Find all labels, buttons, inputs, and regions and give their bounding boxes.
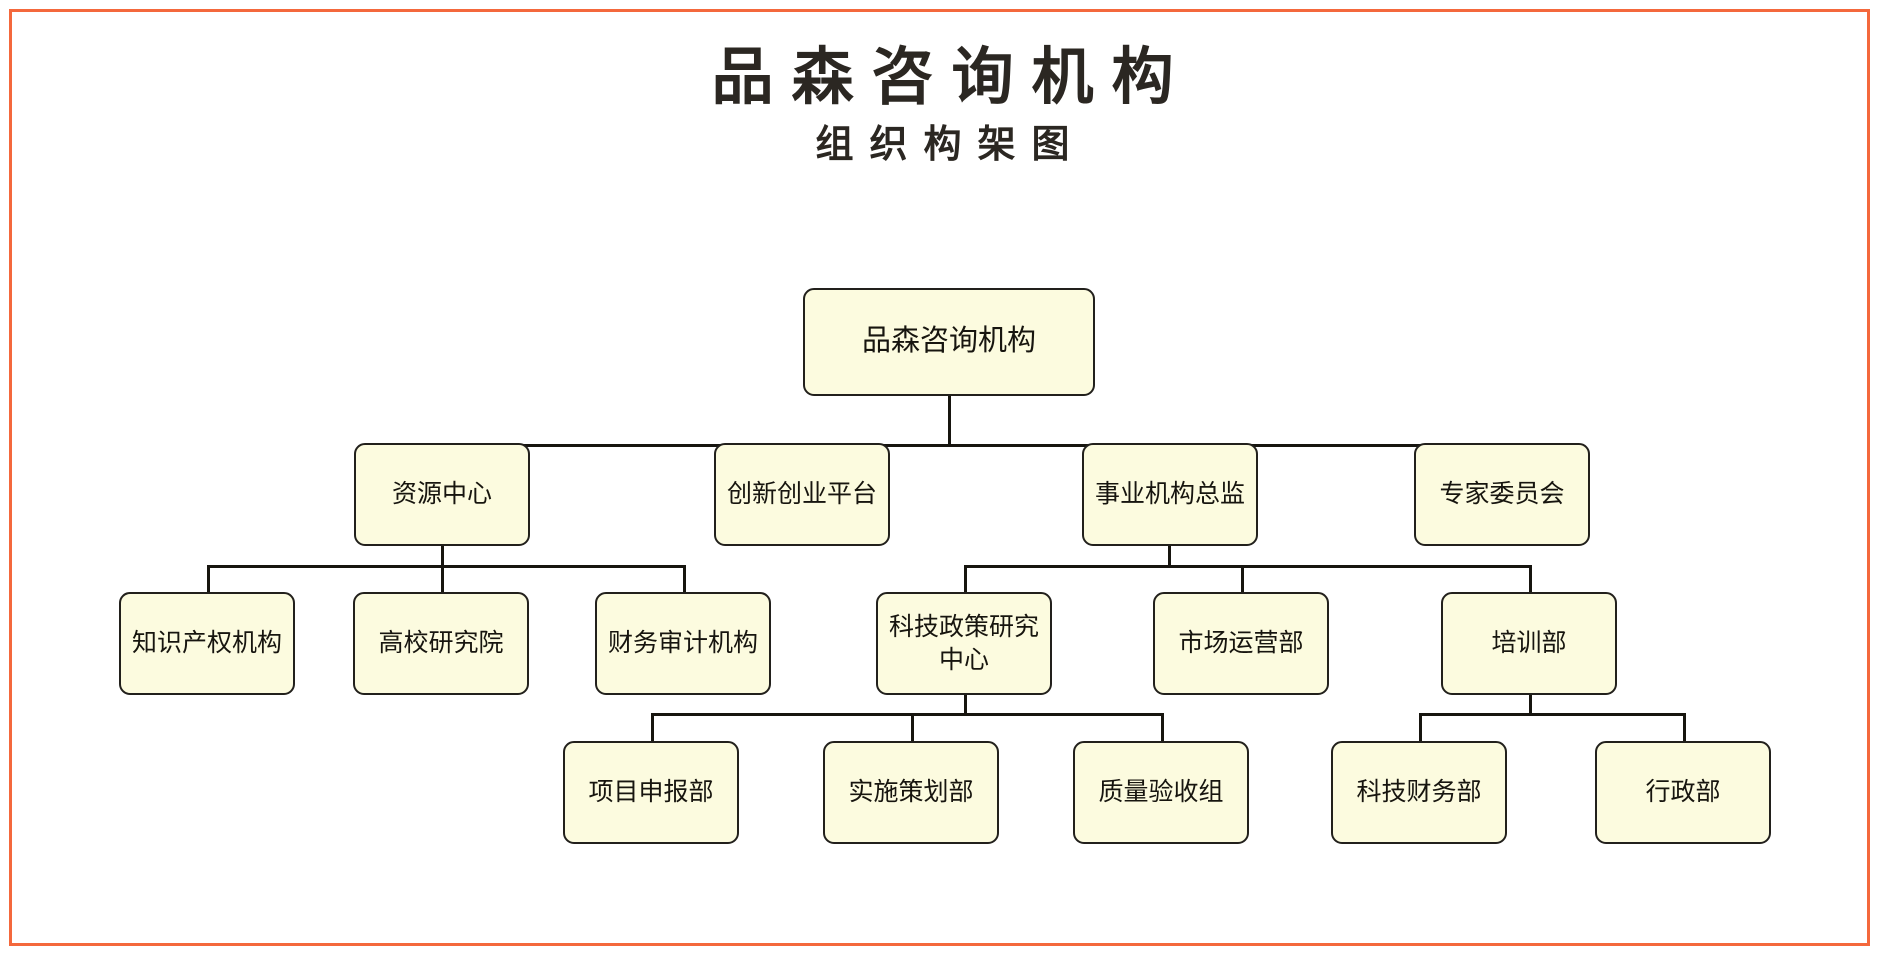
node-label: 专家委员会 bbox=[1439, 480, 1565, 509]
connector-to-node-finance-audit bbox=[683, 565, 686, 595]
node-label: 创新创业平台 bbox=[726, 480, 877, 509]
node-label: 项目申报部 bbox=[588, 778, 714, 807]
connector-policy-research-bus bbox=[651, 713, 1163, 716]
node-administration[interactable]: 行政部 bbox=[1595, 741, 1771, 844]
node-root-company[interactable]: 品森咨询机构 bbox=[803, 288, 1095, 396]
connector-resource-center-stem bbox=[441, 545, 444, 566]
connector-resource-center-bus bbox=[207, 565, 684, 568]
connector-to-node-implementation-planning bbox=[911, 713, 914, 743]
chart-header: 品森咨询机构 组织构架图 bbox=[0, 43, 1885, 168]
node-resource-center[interactable]: 资源中心 bbox=[354, 443, 530, 546]
node-market-operations[interactable]: 市场运营部 bbox=[1153, 592, 1329, 695]
connector-to-node-tech-finance bbox=[1419, 713, 1422, 743]
node-training-dept[interactable]: 培训部 bbox=[1441, 592, 1617, 695]
connector-to-node-project-application bbox=[651, 713, 654, 743]
connector-business-director-bus bbox=[964, 565, 1530, 568]
page-subtitle: 组织构架图 bbox=[815, 124, 1086, 167]
node-label: 事业机构总监 bbox=[1094, 480, 1245, 509]
node-label: 培训部 bbox=[1491, 629, 1567, 658]
node-innovation-platform[interactable]: 创新创业平台 bbox=[714, 443, 890, 546]
node-expert-committee[interactable]: 专家委员会 bbox=[1414, 443, 1590, 546]
node-label: 行政部 bbox=[1645, 778, 1721, 807]
node-label: 质量验收组 bbox=[1098, 778, 1224, 807]
node-label: 实施策划部 bbox=[848, 778, 974, 807]
connector-to-node-quality-acceptance bbox=[1161, 713, 1164, 743]
connector-policy-research-stem bbox=[964, 690, 967, 715]
node-label: 科技政策研究中心 bbox=[888, 613, 1039, 674]
connector-level1-bus bbox=[441, 444, 1501, 447]
node-policy-research[interactable]: 科技政策研究中心 bbox=[876, 592, 1052, 695]
connector-training-dept-bus bbox=[1419, 713, 1685, 716]
node-business-director[interactable]: 事业机构总监 bbox=[1082, 443, 1258, 546]
connector-to-node-training-dept bbox=[1529, 565, 1532, 595]
connector-to-node-policy-research bbox=[964, 565, 967, 595]
node-project-application[interactable]: 项目申报部 bbox=[563, 741, 739, 844]
node-university-institute[interactable]: 高校研究院 bbox=[353, 592, 529, 695]
connector-to-node-market-operations bbox=[1241, 565, 1244, 595]
connector-to-node-administration bbox=[1683, 713, 1686, 743]
connector-to-node-university-institute bbox=[441, 565, 444, 595]
page-title: 品森咨询机构 bbox=[711, 43, 1192, 112]
node-label: 市场运营部 bbox=[1178, 629, 1304, 658]
node-ip-agency[interactable]: 知识产权机构 bbox=[119, 592, 295, 695]
node-quality-acceptance[interactable]: 质量验收组 bbox=[1073, 741, 1249, 844]
node-label: 品森咨询机构 bbox=[861, 325, 1036, 358]
node-label: 科技财务部 bbox=[1356, 778, 1482, 807]
node-label: 资源中心 bbox=[391, 480, 492, 509]
connector-training-dept-stem bbox=[1529, 690, 1532, 715]
connector-to-node-ip-agency bbox=[207, 565, 210, 595]
node-tech-finance[interactable]: 科技财务部 bbox=[1331, 741, 1507, 844]
node-finance-audit[interactable]: 财务审计机构 bbox=[595, 592, 771, 695]
node-label: 财务审计机构 bbox=[607, 629, 758, 658]
node-label: 知识产权机构 bbox=[131, 629, 282, 658]
connector-business-director-stem bbox=[1168, 545, 1171, 566]
node-implementation-planning[interactable]: 实施策划部 bbox=[823, 741, 999, 844]
connector-root-stem bbox=[948, 395, 951, 445]
node-label: 高校研究院 bbox=[378, 629, 504, 658]
